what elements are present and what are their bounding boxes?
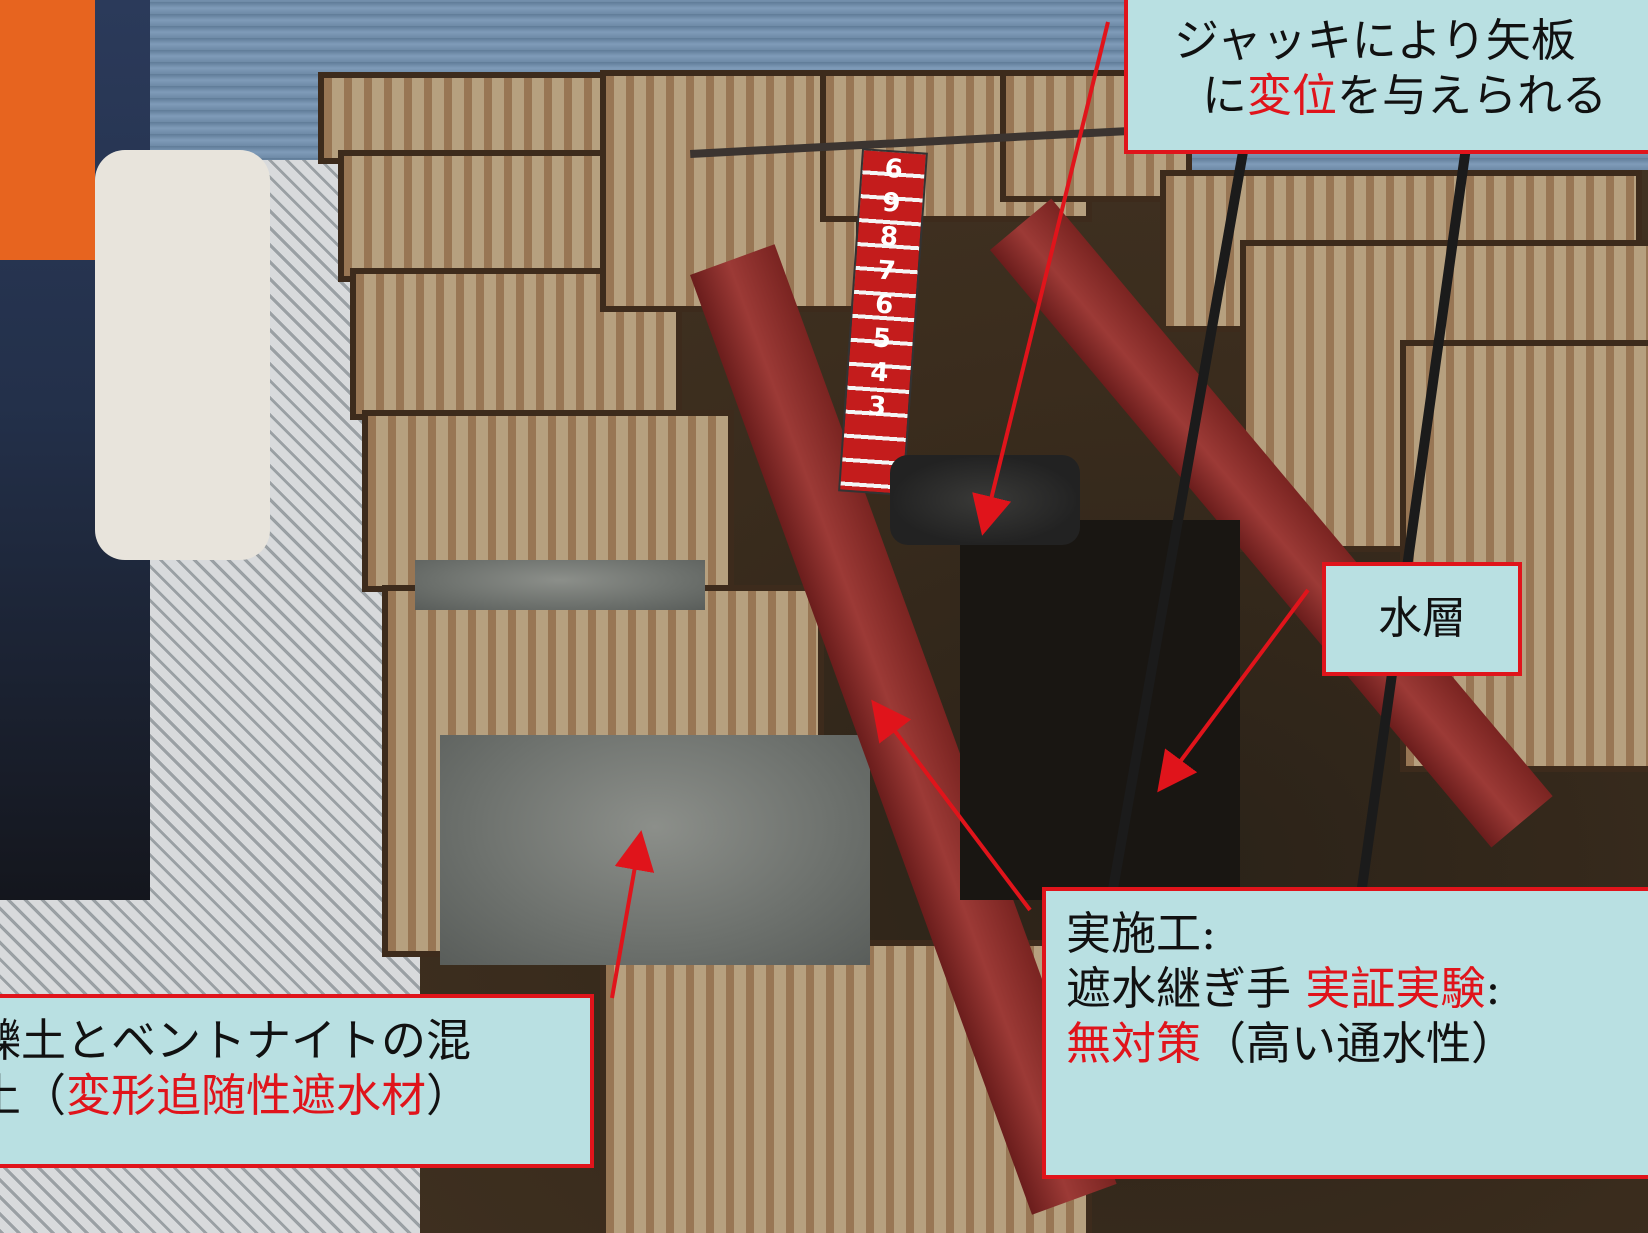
worker-trousers: [95, 150, 270, 560]
callout-line: 無対策（高い通水性）: [1066, 1017, 1648, 1072]
bentonite-mix: [440, 735, 870, 965]
callout-field-test: 実施工: 遮水継ぎ手 実証実験: 無対策（高い通水性）: [1042, 887, 1648, 1179]
text-fragment: 土（: [0, 1068, 67, 1122]
highlight-text: 変位: [1247, 68, 1338, 122]
callout-jack-displacement: ジャッキにより矢板 に変位を与えられる: [1124, 0, 1648, 154]
text-fragment: 遮水継ぎ手: [1066, 961, 1306, 1015]
steel-cell-2: [338, 150, 640, 282]
callout-line: 実施工:: [1066, 907, 1217, 960]
staff-digit: 9: [881, 187, 902, 219]
callout-water-layer: 水層: [1322, 562, 1522, 676]
steel-cell-right-3: [1400, 340, 1648, 772]
bentonite-mix-2: [415, 560, 705, 610]
highlight-text: 実証実験: [1305, 961, 1486, 1015]
callout-line: 礫土とベントナイトの混: [0, 1014, 472, 1067]
text-fragment: :: [1485, 961, 1501, 1015]
callout-line: 遮水継ぎ手 実証実験:: [1066, 962, 1648, 1017]
text-fragment: を与えられる: [1337, 68, 1608, 122]
callout-label: 水層: [1378, 593, 1466, 644]
highlight-text: 変形追随性遮水材: [66, 1068, 427, 1122]
staff-digit: 5: [871, 323, 892, 355]
callout-bentonite-mix: 礫土とベントナイトの混 土（変形追随性遮水材）: [0, 994, 594, 1168]
highlight-text: 無対策: [1066, 1016, 1202, 1070]
staff-digit: 6: [883, 153, 904, 185]
callout-line: に変位を与えられる: [1202, 69, 1648, 124]
screw-jack: [890, 455, 1080, 545]
staff-digit: 6: [874, 289, 895, 321]
water-slot: [960, 520, 1240, 900]
staff-digit: 4: [869, 357, 890, 389]
text-fragment: に: [1202, 68, 1248, 122]
worker-vest: [0, 0, 95, 260]
callout-line: ジャッキにより矢板: [1174, 14, 1576, 67]
staff-digit: 8: [878, 221, 900, 253]
callout-line: 土（変形追随性遮水材）: [0, 1069, 590, 1124]
text-fragment: （高い通水性）: [1201, 1016, 1517, 1070]
staff-digit: 3: [866, 391, 888, 423]
staff-digit: 7: [876, 255, 897, 287]
text-fragment: ）: [426, 1068, 472, 1122]
